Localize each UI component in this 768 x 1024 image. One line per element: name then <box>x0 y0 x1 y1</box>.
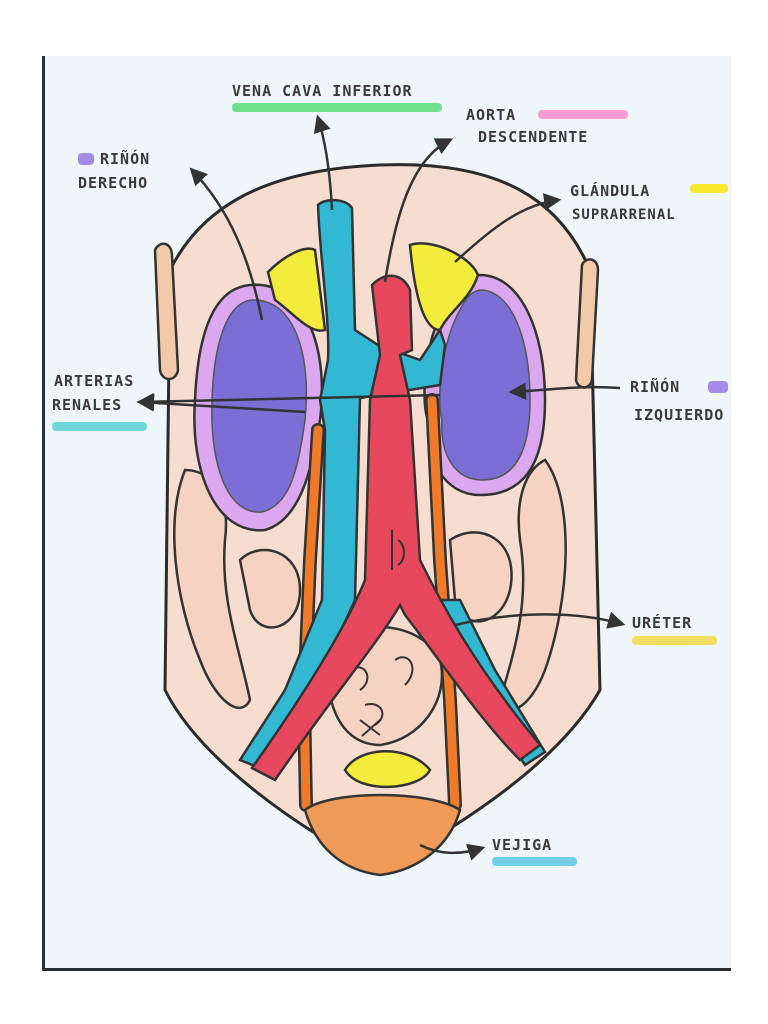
aorta <box>250 274 542 782</box>
arrow-renal-to-left <box>136 392 441 411</box>
left-rib-bone <box>153 242 180 381</box>
bladder-top <box>343 750 432 789</box>
right-kidney <box>211 299 308 513</box>
label-rinon-izquierdo-line1: RIÑÓN <box>630 378 681 396</box>
label-glandula-line2: SUPRARRENAL <box>572 207 676 223</box>
label-glandula-line1: GLÁNDULA <box>570 182 651 200</box>
label-vena-cava: VENA CAVA INFERIOR <box>232 82 413 100</box>
right-ureter-fill <box>299 425 323 810</box>
label-vejiga: VEJIGA <box>492 836 553 854</box>
arrow-left-kidney <box>508 382 621 401</box>
legend-bar-vena-cava <box>232 103 442 112</box>
label-arterias-line1: ARTERIAS <box>54 372 135 390</box>
label-aorta-line1: AORTA <box>466 106 517 124</box>
label-rinon-derecho-line1: RIÑÓN <box>100 150 151 168</box>
arrow-ureter <box>454 611 626 629</box>
arrow-aorta <box>383 138 454 283</box>
legend-bar-arterias <box>52 422 147 431</box>
vena-cava <box>238 198 447 772</box>
arrow-renal-to-right <box>136 394 306 414</box>
right-rib-bone <box>574 258 600 389</box>
left-adrenal-gland <box>408 242 480 332</box>
legend-bar-rinon-derecho <box>78 153 94 165</box>
aorta-detail <box>391 530 405 570</box>
arrow-vena-cava <box>313 114 334 211</box>
label-rinon-izquierdo-line2: IZQUIERDO <box>634 406 725 424</box>
label-arterias-line2: RENALES <box>52 396 123 414</box>
legend-bar-aorta <box>538 110 628 119</box>
legend-bar-vejiga <box>492 857 577 866</box>
legend-bar-rinon-izquierdo <box>708 381 728 393</box>
arrow-right-kidney <box>189 167 264 321</box>
label-aorta-line2: DESCENDENTE <box>478 128 589 146</box>
right-adrenal-gland <box>266 247 327 332</box>
label-rinon-derecho-line2: DERECHO <box>78 174 149 192</box>
arrow-adrenal <box>454 193 562 263</box>
bladder <box>303 793 462 877</box>
legend-bar-ureter <box>632 636 717 645</box>
legend-bar-glandula <box>690 184 728 193</box>
left-kidney <box>439 289 531 481</box>
label-ureter: URÉTER <box>632 614 693 632</box>
arrow-vejiga <box>419 843 486 861</box>
